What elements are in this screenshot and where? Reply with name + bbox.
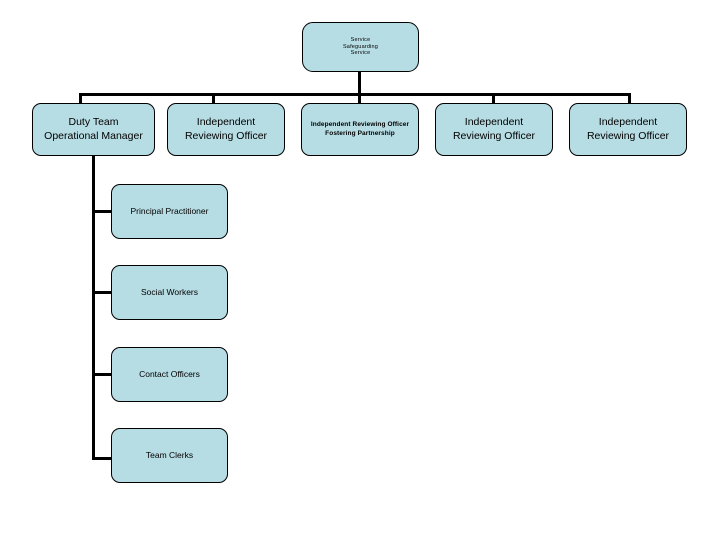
connector-drop-iro-3 <box>628 93 631 105</box>
connector-drop-iro-1 <box>212 93 215 105</box>
connector-stub-social-workers <box>92 291 114 294</box>
connector-drop-iro-fostering <box>358 93 361 105</box>
node-independent-reviewing-officer-1[interactable]: Independent Reviewing Officer <box>167 103 285 156</box>
connector-drop-iro-2 <box>492 93 495 105</box>
node-team-clerks-label: Team Clerks <box>145 450 194 461</box>
connector-stub-contact-officers <box>92 373 114 376</box>
connector-drop-duty-team <box>79 93 82 105</box>
connector-stub-team-clerks <box>92 457 114 460</box>
connector-horizontal-bus <box>79 93 630 96</box>
node-root-label: Service Safeguarding Service <box>342 36 379 57</box>
node-duty-team-operational-manager[interactable]: Duty Team Operational Manager <box>32 103 155 156</box>
node-team-clerks[interactable]: Team Clerks <box>111 428 228 483</box>
node-independent-reviewing-officer-2[interactable]: Independent Reviewing Officer <box>435 103 553 156</box>
node-independent-reviewing-officer-1-label: Independent Reviewing Officer <box>184 116 268 142</box>
connector-root-drop <box>358 72 361 96</box>
node-principal-practitioner[interactable]: Principal Practitioner <box>111 184 228 239</box>
node-independent-reviewing-officer-2-label: Independent Reviewing Officer <box>452 116 536 142</box>
node-social-workers-label: Social Workers <box>141 287 198 298</box>
node-root[interactable]: Service Safeguarding Service <box>302 22 419 72</box>
node-independent-reviewing-officer-fostering-partnership[interactable]: Independent Reviewing Officer Fostering … <box>301 103 419 156</box>
node-social-workers[interactable]: Social Workers <box>111 265 228 320</box>
node-independent-reviewing-officer-3-label: Independent Reviewing Officer <box>586 116 670 142</box>
node-principal-practitioner-label: Principal Practitioner <box>130 206 209 217</box>
node-contact-officers[interactable]: Contact Officers <box>111 347 228 402</box>
connector-stub-principal-practitioner <box>92 210 114 213</box>
connector-left-spine <box>92 155 95 460</box>
node-independent-reviewing-officer-fostering-partnership-label: Independent Reviewing Officer Fostering … <box>310 121 410 137</box>
node-duty-team-operational-manager-label: Duty Team Operational Manager <box>44 116 143 142</box>
node-contact-officers-label: Contact Officers <box>139 369 200 380</box>
node-independent-reviewing-officer-3[interactable]: Independent Reviewing Officer <box>569 103 687 156</box>
